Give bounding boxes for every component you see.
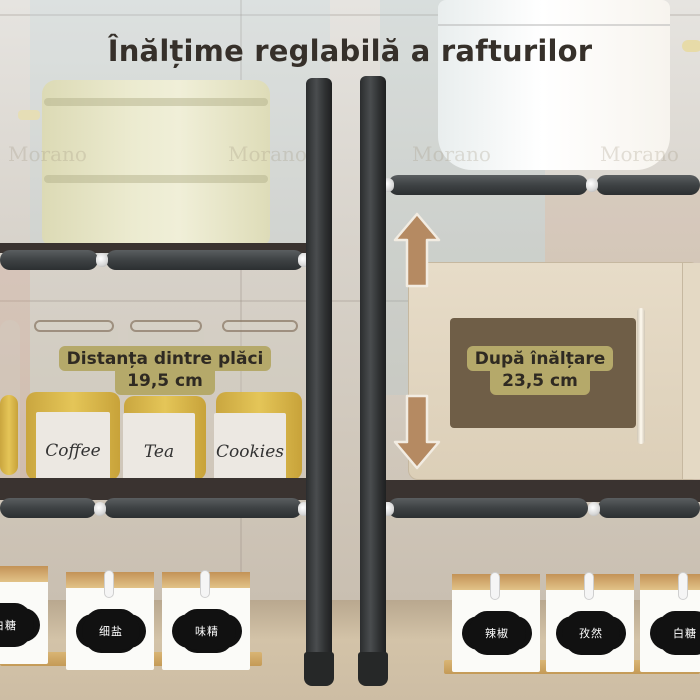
- shelf-pole-right: [360, 76, 386, 678]
- tile-line: [0, 14, 700, 16]
- microwave-panel: [682, 263, 700, 479]
- page-title: Înălțime reglabilă a rafturilor: [107, 34, 593, 68]
- spacing-badge: Distanța dintre plăci 19,5 cm: [30, 346, 300, 395]
- watermark: Morano: [412, 142, 491, 166]
- steamer-handle: [18, 110, 40, 120]
- watermark: Morano: [228, 142, 307, 166]
- tile-line: [0, 300, 700, 302]
- microwave-handle: [637, 308, 645, 444]
- shelf-surface: [386, 480, 700, 502]
- spice-spoon: [490, 572, 500, 600]
- shelf-bar: [388, 175, 588, 195]
- jar: [0, 395, 18, 475]
- spice-label: 辣椒: [468, 614, 526, 652]
- spice-box: 味精: [162, 572, 250, 670]
- spice-label: 孜然: [562, 614, 620, 652]
- watermark: Morano: [600, 142, 679, 166]
- shelf-bar: [0, 250, 98, 270]
- shelf-joint: [94, 502, 106, 516]
- spice-lid: [0, 566, 48, 582]
- spice-label: 细盐: [82, 612, 140, 650]
- spacing-badge-label: Distanța dintre plăci: [58, 346, 272, 371]
- steamer-band: [44, 98, 268, 106]
- steamer-pot: [42, 80, 270, 246]
- spice-spoon: [584, 572, 594, 600]
- shelf-joint: [588, 502, 600, 516]
- spice-box: 白糖: [0, 566, 48, 664]
- rice-cooker: [438, 0, 670, 170]
- jar-lid: [34, 320, 114, 332]
- cooker-seam: [438, 24, 670, 26]
- spacing-badge-value: 19,5 cm: [115, 371, 215, 395]
- arrow-down-icon: [393, 394, 441, 470]
- spice-label: 味精: [178, 612, 236, 650]
- spice-label: 白糖: [656, 614, 700, 652]
- shelf-pole-left: [306, 78, 332, 678]
- watermark: Morano: [8, 142, 87, 166]
- raised-badge-label: După înălțare: [466, 346, 614, 371]
- spice-spoon: [104, 570, 114, 598]
- shelf-joint: [586, 178, 598, 192]
- jar-lid: [222, 320, 298, 332]
- shelf-bar: [388, 498, 588, 518]
- jar-lid: [130, 320, 202, 332]
- spice-box: 辣椒: [452, 574, 540, 672]
- shelf-bar: [598, 498, 700, 518]
- spice-spoon: [200, 570, 210, 598]
- raised-badge: După înălțare 23,5 cm: [450, 346, 630, 395]
- shelf-joint: [96, 253, 108, 267]
- shelf-bar: [596, 175, 700, 195]
- spice-spoon: [678, 572, 688, 600]
- shelf-surface: [0, 478, 310, 500]
- cooker-handle: [682, 40, 700, 52]
- spice-lid: [640, 574, 700, 590]
- spice-label: 白糖: [0, 606, 34, 644]
- steamer-band: [44, 175, 268, 183]
- raised-badge-value: 23,5 cm: [490, 371, 590, 395]
- pole-foot: [358, 652, 388, 686]
- tile-line: [240, 0, 242, 600]
- pole-foot: [304, 652, 334, 686]
- shelf-bar: [106, 250, 304, 270]
- jar-label-cookies: Cookies: [214, 413, 286, 490]
- jar-label-coffee: Coffee: [36, 412, 110, 490]
- jar-label-tea: Tea: [123, 413, 195, 490]
- spice-box: 白糖: [640, 574, 700, 672]
- arrow-up-icon: [393, 212, 441, 288]
- shelf-surface: [0, 243, 310, 253]
- shelf-bar: [0, 498, 96, 518]
- shelf-bar: [104, 498, 302, 518]
